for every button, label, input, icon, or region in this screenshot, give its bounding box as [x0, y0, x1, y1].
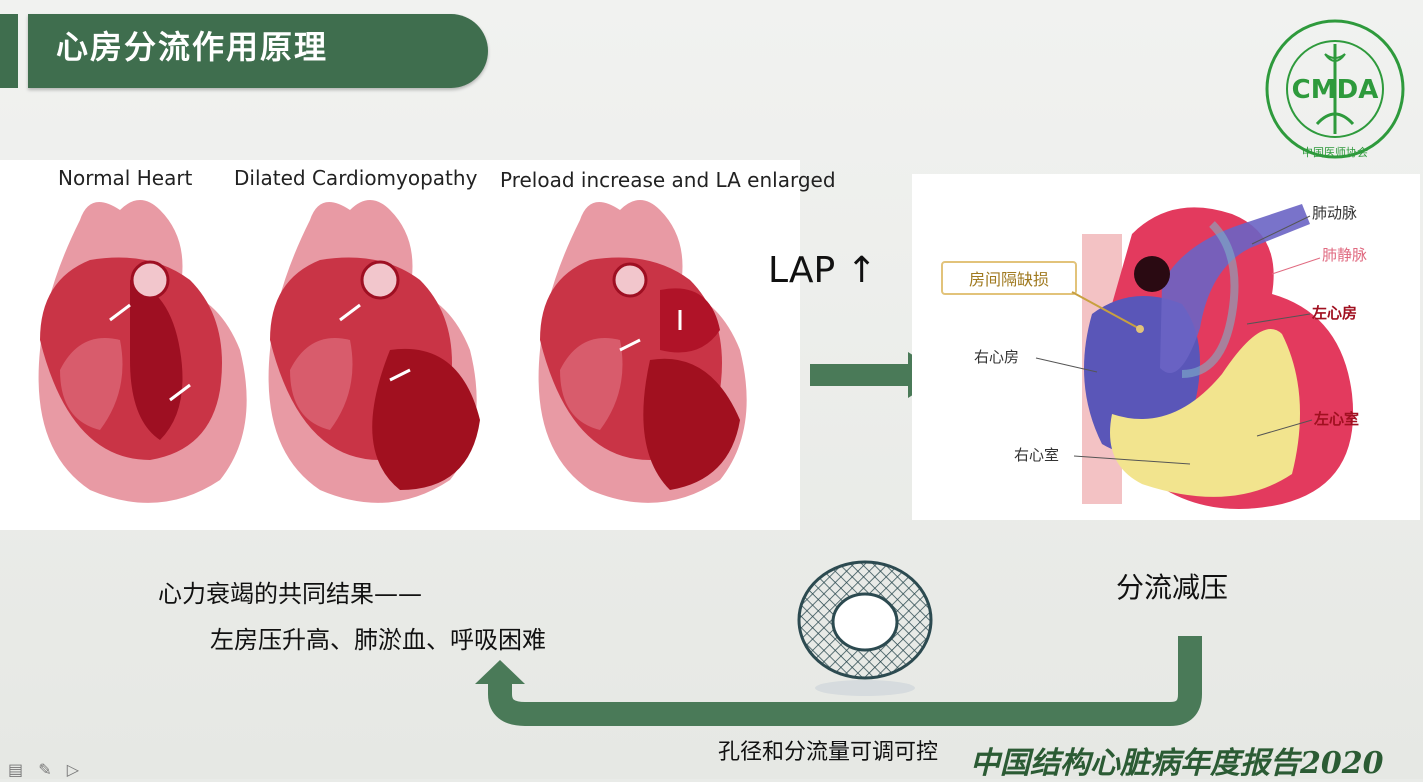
atrial-septal-defect-diagram: 房间隔缺损 肺动脉 肺静脉 左心房 右心房 左心室 右心室 [941, 204, 1367, 510]
return-arrow-icon [475, 636, 1202, 726]
label-right-ventricle: 右心室 [1014, 446, 1059, 464]
decompression-caption: 分流减压 [1116, 571, 1229, 604]
lap-increase-label: LAP ↑ [768, 250, 877, 291]
preload-increase-heart-image [538, 200, 747, 503]
heart-failure-caption-line1: 心力衰竭的共同结果—— [158, 580, 422, 608]
shunt-device-image [797, 560, 933, 696]
heart-comparison-panel [0, 160, 800, 530]
heart-label-normal: Normal Heart [58, 166, 193, 190]
heart-label-dilated: Dilated Cardiomyopathy [234, 166, 478, 190]
adjustable-caption: 孔径和分流量可调可控 [718, 740, 939, 765]
logo-text: CMDA [1292, 75, 1379, 105]
logo-bottom-text: 中国医师协会 [1302, 145, 1368, 159]
label-pulmonary-artery: 肺动脉 [1312, 204, 1357, 222]
presentation-toolbar[interactable]: ▤ ✎ ▷ [8, 760, 79, 779]
heart-failure-caption-line2: 左房压升高、肺淤血、呼吸困难 [210, 626, 546, 654]
cmda-logo: CMDA 中国医师协会 [1265, 19, 1405, 159]
menu-icon[interactable]: ▤ [8, 760, 24, 779]
label-pulmonary-vein: 肺静脉 [1322, 246, 1367, 264]
title-accent [0, 14, 18, 88]
anatomy-diagram-panel: 房间隔缺损 肺动脉 肺静脉 左心房 右心房 左心室 右心室 [912, 174, 1420, 520]
label-left-ventricle: 左心室 [1313, 410, 1359, 428]
label-left-atrium: 左心房 [1311, 304, 1357, 322]
normal-heart-image [38, 200, 247, 503]
report-watermark: 中国结构心脏病年度报告2020 [970, 746, 1384, 781]
slide-title: 心房分流作用原理 [56, 28, 329, 66]
title-bar [28, 14, 488, 88]
label-right-atrium: 右心房 [974, 348, 1019, 366]
heart-illustrations [38, 200, 747, 503]
dilated-cardiomyopathy-heart-image [268, 200, 480, 503]
pen-icon[interactable]: ✎ [38, 760, 52, 779]
play-icon[interactable]: ▷ [66, 760, 80, 779]
heart-label-preload: Preload increase and LA enlarged [500, 168, 836, 192]
asd-callout-box [941, 261, 1077, 295]
asd-callout-label: 房间隔缺损 [969, 270, 1049, 289]
